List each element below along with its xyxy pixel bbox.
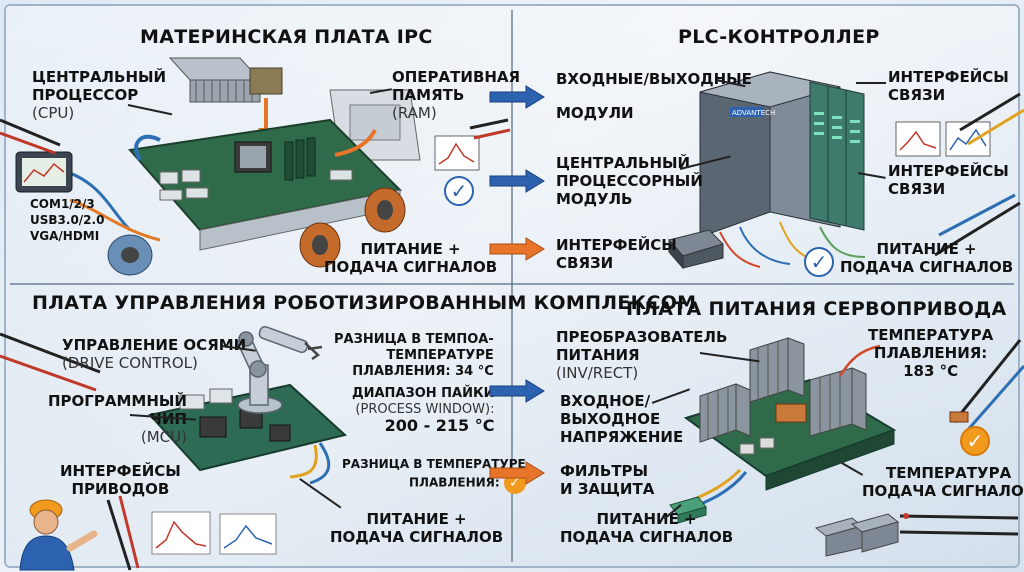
- arrow-right-icon: [489, 169, 545, 193]
- arrow-right-icon: [489, 85, 545, 109]
- servo-title: ПЛАТА ПИТАНИЯ СЕРВОПРИВОДА: [626, 298, 1007, 320]
- multimeter-probe-icon: [934, 193, 1021, 257]
- multimeter-probe-icon: [899, 513, 1019, 536]
- axis-label: УПРАВЛЕНИЕ ОСЯМИ (DRIVE CONTROL): [62, 336, 247, 372]
- ports-label: COM1/2/3 USB3.0/2.0 VGA/HDMI: [30, 197, 105, 243]
- ipc-graph-card-icon: [434, 118, 511, 171]
- comm-module-icon: [668, 229, 724, 270]
- robot-title: ПЛАТА УПРАВЛЕНИЯ РОБОТИЗИРОВАННЫМ КОМПЛЕ…: [32, 292, 697, 314]
- window-label: ДИАПАЗОН ПАЙКИ (PROCESS WINDOW): 200 - 2…: [352, 386, 495, 435]
- robot-arm-icon: [236, 326, 323, 414]
- arrow-right-icon: [489, 237, 545, 261]
- check-icon: ✓: [444, 176, 474, 206]
- vertical-divider: [511, 10, 513, 562]
- multimeter-probe-icon: [0, 332, 101, 392]
- cpu-label: ЦЕНТРАЛЬНЫЙ ПРОЦЕССОР (CPU): [32, 68, 167, 122]
- robot-power-label: ПИТАНИЕ + ПОДАЧА СИГНАЛОВ: [330, 510, 504, 546]
- drives-label: ИНТЕРФЕЙСЫ ПРИВОДОВ: [60, 462, 181, 498]
- plc-graph-cards-icon: [895, 121, 991, 157]
- io-voltage-label: ВХОДНОЕ/ ВЫХОДНОЕ НАПРЯЖЕНИЕ: [560, 392, 684, 446]
- multimeter-probe-icon: [106, 495, 140, 571]
- plc-comm-left-label: ИНТЕРФЕЙСЫ СВЯЗИ: [556, 236, 677, 272]
- check-icon: ✓: [804, 247, 834, 277]
- plc-io-label: ВХОДНЫЕ/ВЫХОДНЫЕ: [556, 70, 752, 88]
- ipc-motherboard-illustration: [59, 57, 421, 276]
- plc-power-label: ПИТАНИЕ + ПОДАЧА СИГНАЛОВ: [840, 240, 1014, 276]
- converter-label: ПРЕОБРАЗОВАТЕЛЬ ПИТАНИЯ (INV/RECT): [556, 328, 728, 382]
- engineer-icon: [19, 499, 98, 571]
- plc-comm-right-top-label: ИНТЕРФЕЙСЫ СВЯЗИ: [888, 68, 1009, 104]
- servo-board-illustration: [679, 337, 897, 512]
- mcu-label: ПРОГРАММНЫЙ ЧИП (MCU): [48, 392, 187, 446]
- svg-text:ADVANTECH: ADVANTECH: [732, 109, 775, 117]
- cpu-chip-icon: [249, 67, 283, 95]
- filters-label: ФИЛЬТРЫ И ЗАЩИТА: [560, 462, 655, 498]
- multimeter-probe-icon: [949, 339, 1024, 433]
- heatsink-icon: [168, 57, 262, 103]
- robot-graph-cards-icon: [151, 511, 277, 555]
- multimeter-probe-icon: [0, 118, 61, 155]
- robot-board-illustration: [148, 326, 348, 485]
- servo-power-label: ПИТАНИЕ + ПОДАЧА СИГНАЛОВ: [560, 510, 734, 546]
- heatsink-parts-icon: [814, 513, 900, 557]
- plc-comm-right-bottom-label: ИНТЕРФЕЙСЫ СВЯЗИ: [888, 162, 1009, 198]
- ram-label: ОПЕРАТИВНАЯ ПАМЯТЬ (RAM): [392, 68, 521, 122]
- plc-title: PLC-КОНТРОЛЛЕР: [678, 26, 880, 48]
- ipc-power-label: ПИТАНИЕ + ПОДАЧА СИГНАЛОВ: [324, 240, 498, 276]
- multimeter-icon: [15, 151, 73, 193]
- melt-label: ТЕМПЕРАТУРА ПЛАВЛЕНИЯ: 183 °C: [868, 326, 994, 380]
- multimeter-probe-icon: [959, 92, 1024, 146]
- temp-signal-label: ТЕМПЕРАТУРА ПОДАЧА СИГНАЛОВ: [862, 464, 1024, 500]
- horizontal-divider: [10, 283, 1014, 285]
- arrow-right-icon: [489, 461, 545, 485]
- plc-modules-label: МОДУЛИ: [556, 104, 634, 122]
- temp-diff-label: РАЗНИЦА В ТЕМПОА- ТЕМПЕРАТУРЕ ПЛАВЛЕНИЯ:…: [334, 332, 494, 379]
- cable-spool-icon: [107, 187, 406, 276]
- plc-cpu-module-label: ЦЕНТРАЛЬНЫЙ ПРОЦЕССОРНЫЙ МОДУЛЬ: [556, 154, 703, 208]
- arrow-right-icon: [489, 379, 545, 403]
- check-icon: ✓: [960, 426, 990, 456]
- connector-icon: [669, 496, 707, 524]
- ipc-title: МАТЕРИНСКАЯ ПЛАТА IPC: [140, 26, 433, 48]
- plc-controller-illustration: ADVANTECH: [699, 71, 866, 268]
